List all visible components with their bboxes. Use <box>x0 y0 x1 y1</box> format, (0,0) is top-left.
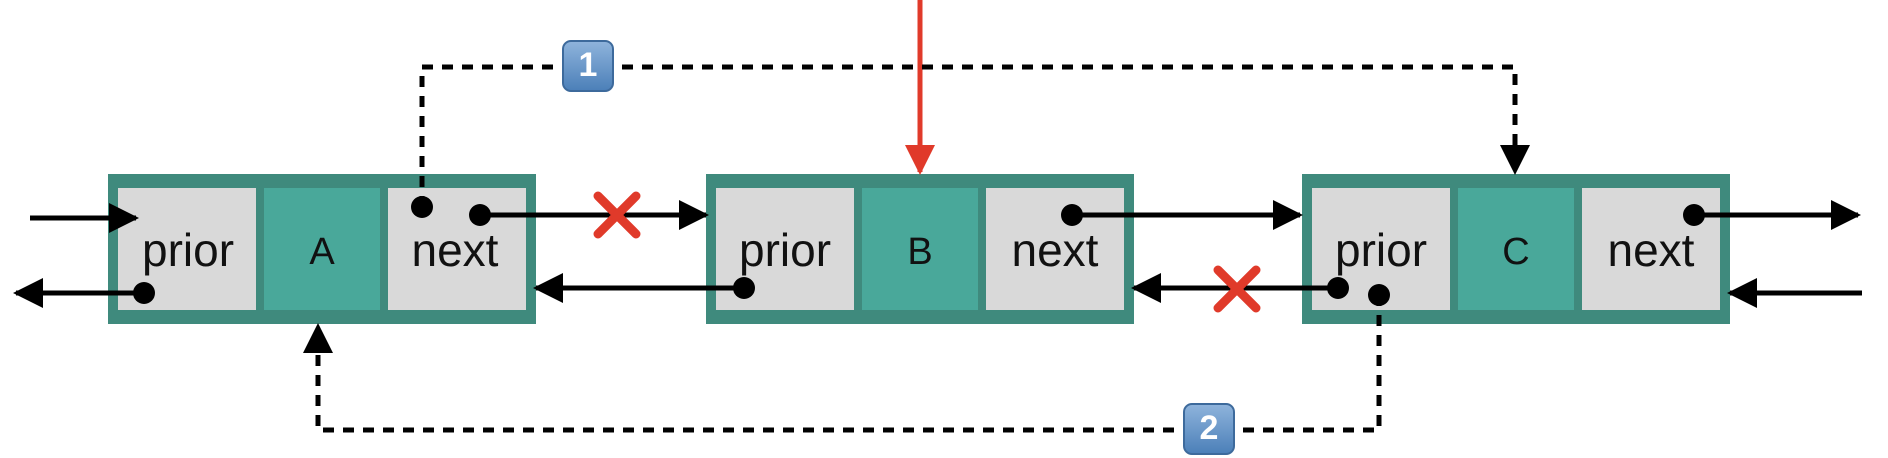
step-2-badge: 2 <box>1183 403 1235 455</box>
node-c-data-cell <box>1458 188 1574 310</box>
node-a-next-cell <box>388 188 526 310</box>
node-c-data-label: C <box>1502 231 1529 273</box>
step-1-badge: 1 <box>562 40 614 92</box>
node-a-data-cell <box>264 188 380 310</box>
svg-text:2: 2 <box>1200 409 1219 447</box>
node-b-next-label: next <box>1012 224 1099 276</box>
step1-dashed-path <box>419 64 1530 207</box>
node-a-next-label: next <box>412 224 499 276</box>
node-a: prior A next <box>108 174 536 324</box>
step2-dashed-path <box>303 295 1382 433</box>
node-b-prior-label: prior <box>739 224 831 276</box>
node-c: prior C next <box>1302 174 1730 324</box>
cross-icon <box>593 191 641 239</box>
node-c-next-label: next <box>1608 224 1695 276</box>
node-b-next-cell <box>986 188 1124 310</box>
svg-text:1: 1 <box>579 46 598 84</box>
node-b: prior B next <box>706 174 1134 324</box>
node-b-data-label: B <box>907 231 932 273</box>
cross-icon <box>1213 265 1261 313</box>
node-b-data-cell <box>862 188 978 310</box>
node-a-prior-label: prior <box>142 224 234 276</box>
node-a-data-label: A <box>309 231 335 273</box>
node-c-prior-label: prior <box>1335 224 1427 276</box>
